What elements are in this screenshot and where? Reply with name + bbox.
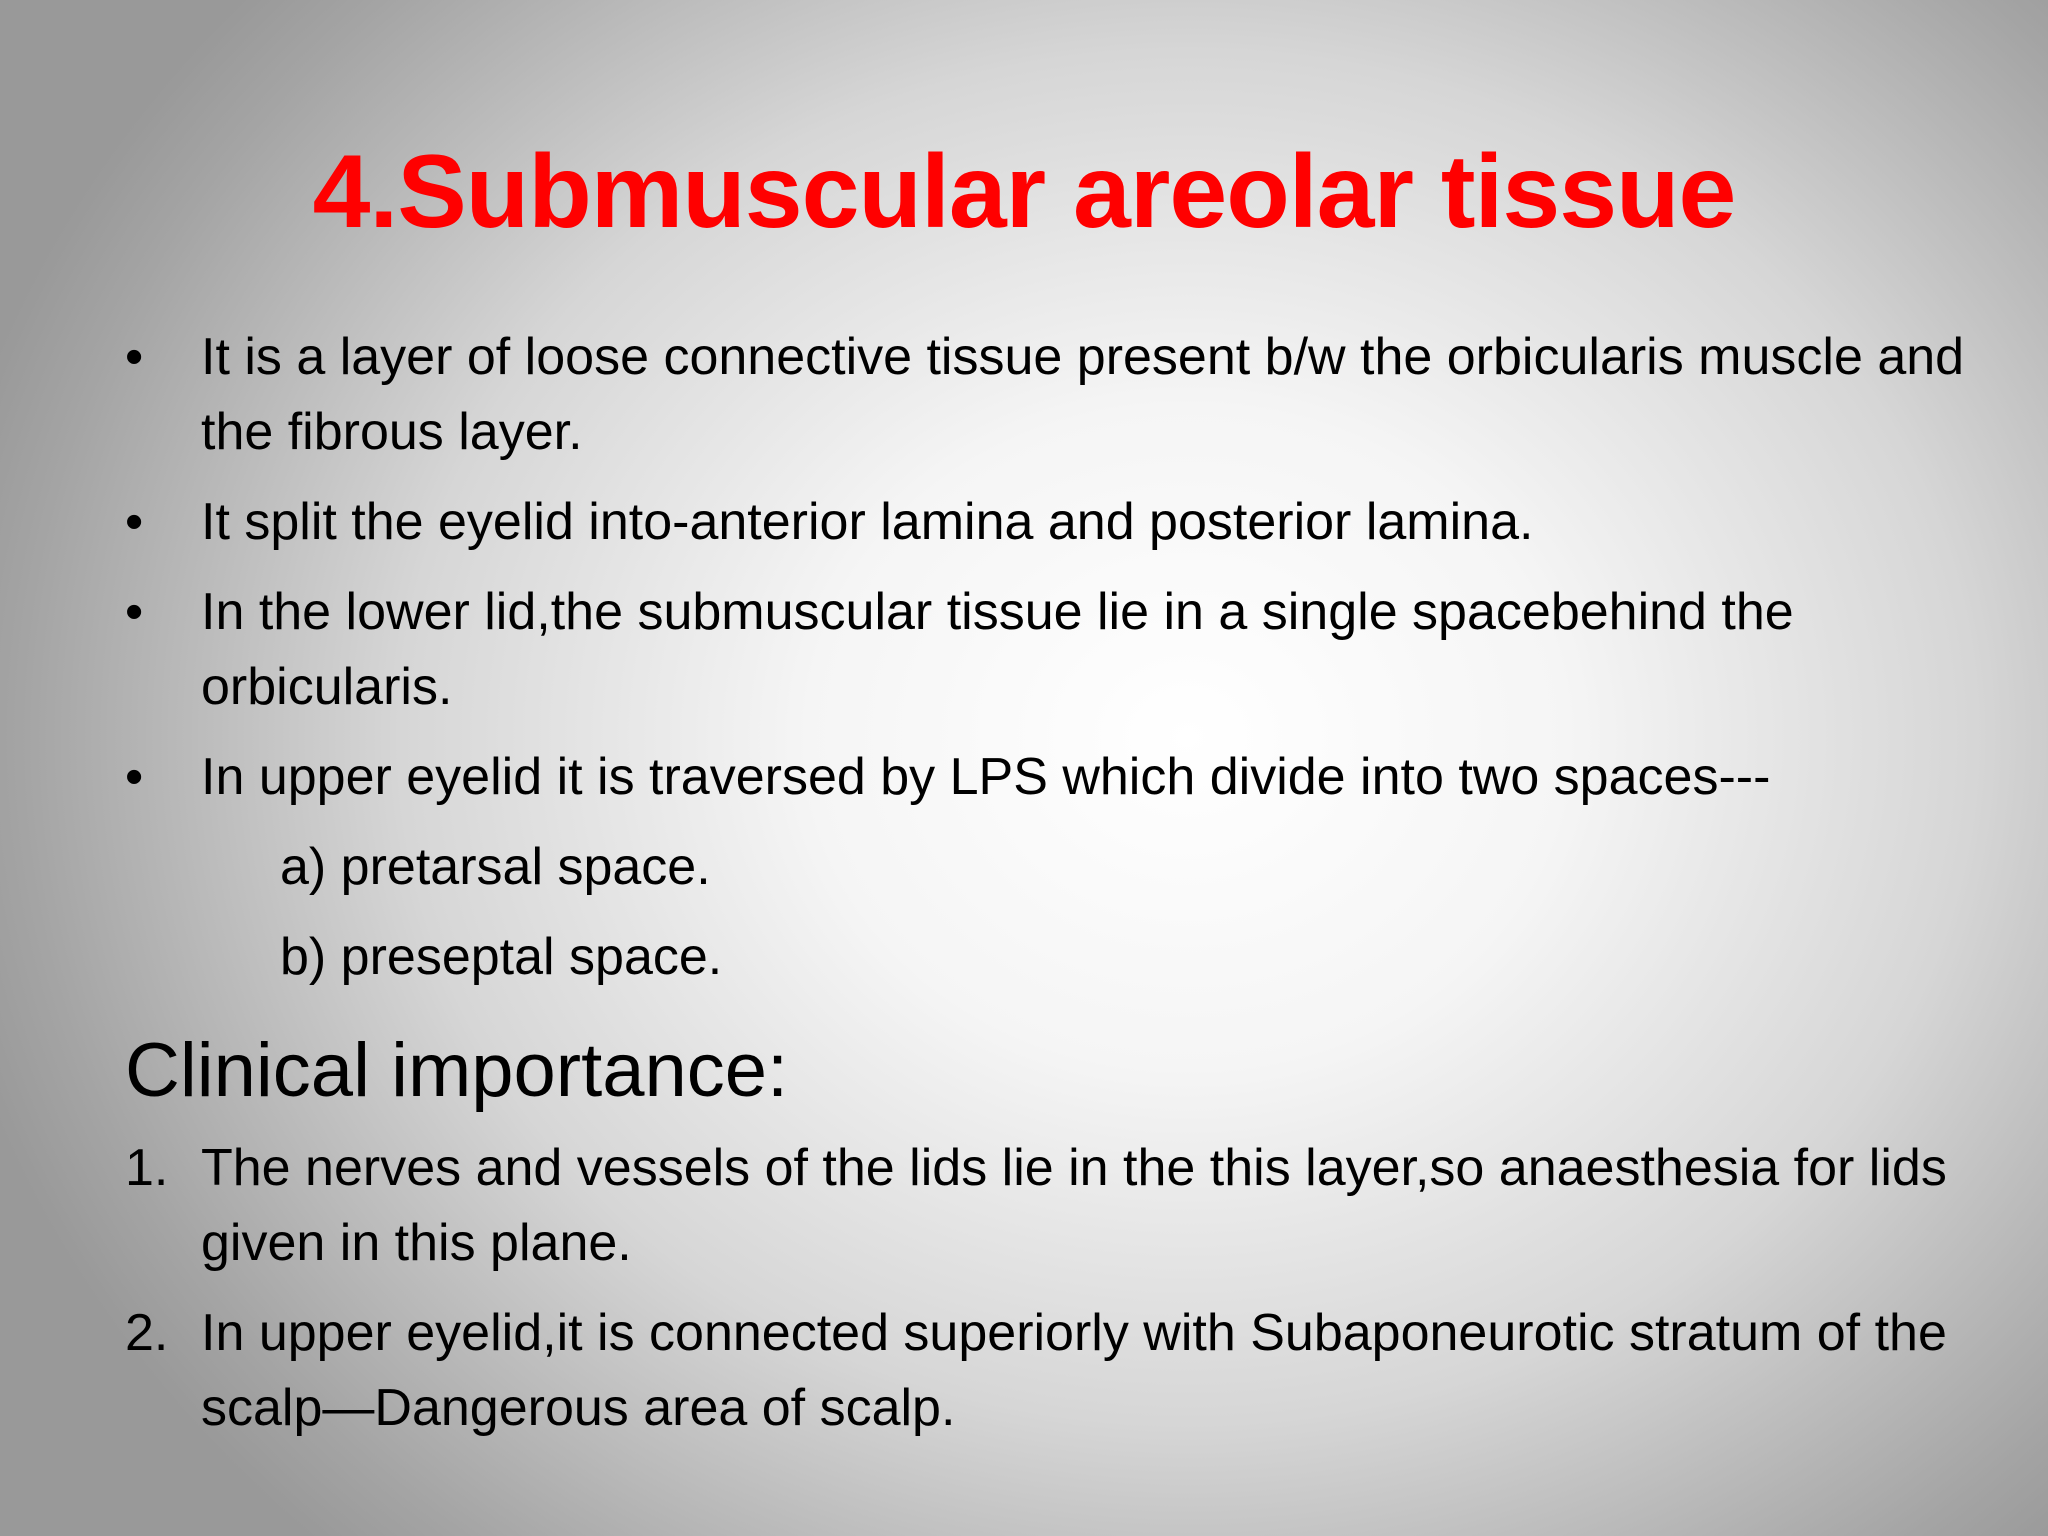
bullet-item: • It is a layer of loose connective tiss… (125, 320, 2015, 470)
clinical-item-text: The nerves and vessels of the lids lie i… (201, 1139, 1947, 1272)
bullet-marker: • (125, 493, 144, 551)
sub-item-preseptal: b) preseptal space. (280, 928, 723, 986)
bullet-marker: • (125, 328, 144, 386)
clinical-item: 1. The nerves and vessels of the lids li… (125, 1131, 2015, 1281)
bullet-marker: • (125, 583, 144, 641)
bullet-text: In the lower lid,the submuscular tissue … (201, 583, 1794, 716)
clinical-heading: Clinical importance: (125, 1028, 789, 1113)
bullet-text: In upper eyelid it is traversed by LPS w… (201, 748, 1771, 806)
slide-title: 4.Submuscular areolar tissue (312, 134, 1737, 250)
clinical-item-number: 2. (125, 1304, 169, 1362)
bullet-text: It split the eyelid into-anterior lamina… (201, 493, 1534, 551)
sub-item-pretarsal: a) pretarsal space. (280, 838, 711, 896)
clinical-list: 1. The nerves and vessels of the lids li… (125, 1131, 2015, 1461)
bullet-marker: • (125, 748, 144, 806)
bullet-item: • In the lower lid,the submuscular tissu… (125, 575, 2015, 725)
bullet-item: • It split the eyelid into-anterior lami… (125, 485, 2015, 560)
bullet-list: • It is a layer of loose connective tiss… (125, 320, 2015, 830)
clinical-item: 2. In upper eyelid,it is connected super… (125, 1296, 2015, 1446)
bullet-item: • In upper eyelid it is traversed by LPS… (125, 740, 2015, 815)
clinical-item-number: 1. (125, 1139, 169, 1197)
clinical-item-text: In upper eyelid,it is connected superior… (201, 1304, 1947, 1437)
bullet-text: It is a layer of loose connective tissue… (201, 328, 1965, 461)
